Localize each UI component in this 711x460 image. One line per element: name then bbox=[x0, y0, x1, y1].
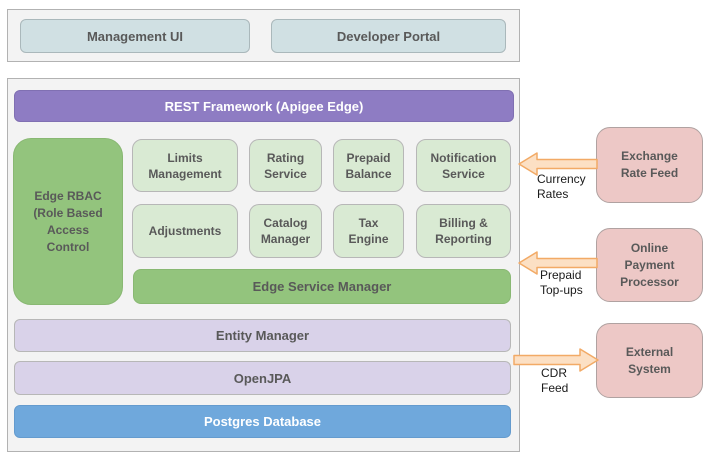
flow-label-currency-rates: Currency Rates bbox=[537, 172, 586, 201]
service-box-limits-management: Limits Management bbox=[132, 139, 238, 192]
exchange-rate-feed-box: Exchange Rate Feed bbox=[596, 127, 703, 203]
online-payment-processor-box: Online Payment Processor bbox=[596, 228, 703, 302]
service-box-adjustments: Adjustments bbox=[132, 204, 238, 258]
flow-label-cdr-feed: CDR Feed bbox=[541, 366, 569, 395]
service-box-prepaid-balance: Prepaid Balance bbox=[333, 139, 404, 192]
openjpa-bar: OpenJPA bbox=[14, 361, 511, 395]
service-box-catalog-manager: Catalog Manager bbox=[249, 204, 322, 258]
external-system-box: External System bbox=[596, 323, 703, 398]
service-box-notification-service: Notification Service bbox=[416, 139, 511, 192]
edge-service-manager-bar: Edge Service Manager bbox=[133, 269, 511, 304]
entity-manager-bar: Entity Manager bbox=[14, 319, 511, 352]
edge-rbac-box: Edge RBAC (Role Based Access Control bbox=[13, 138, 123, 305]
flow-label-prepaid-topups: Prepaid Top-ups bbox=[540, 268, 583, 297]
rest-framework-bar: REST Framework (Apigee Edge) bbox=[14, 90, 514, 122]
clients-container: Management UI Developer Portal bbox=[7, 9, 520, 62]
service-box-billing-reporting: Billing & Reporting bbox=[416, 204, 511, 258]
edge-platform-container: REST Framework (Apigee Edge) Edge RBAC (… bbox=[7, 78, 520, 452]
service-box-tax-engine: Tax Engine bbox=[333, 204, 404, 258]
developer-portal-box: Developer Portal bbox=[271, 19, 506, 53]
service-box-rating-service: Rating Service bbox=[249, 139, 322, 192]
postgres-database-bar: Postgres Database bbox=[14, 405, 511, 438]
management-ui-box: Management UI bbox=[20, 19, 250, 53]
